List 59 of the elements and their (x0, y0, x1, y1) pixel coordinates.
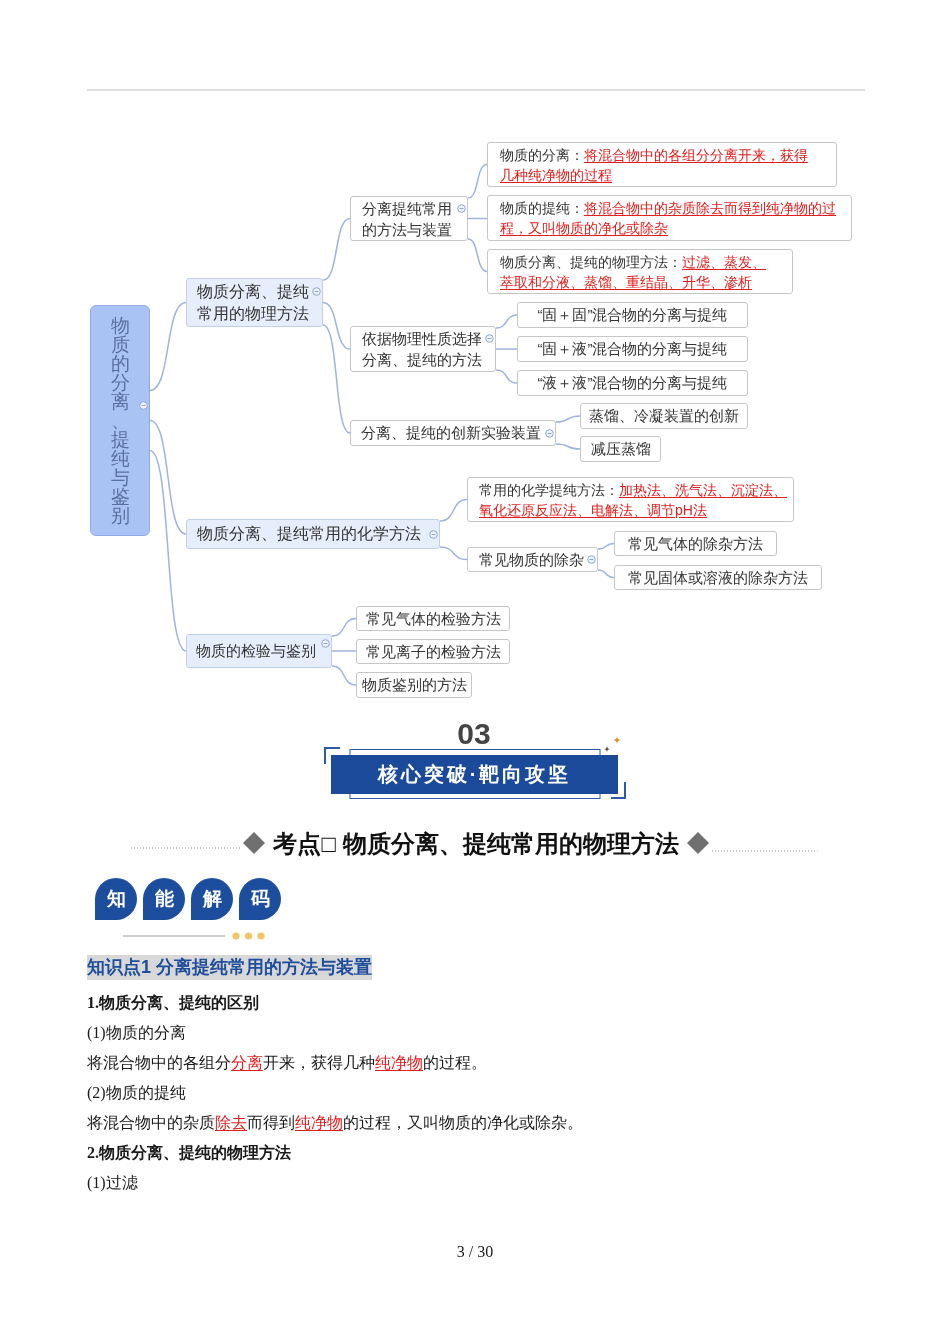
connector-line (149, 449, 187, 652)
subtopic-box: 依据物理性质选择分离、提纯的方法 (350, 326, 496, 372)
subtopic-box: 常见物质的除杂 (467, 547, 598, 572)
item-heading: (1)物质的分离 (87, 1023, 186, 1044)
connector-line (597, 569, 615, 579)
connector-line (322, 301, 351, 350)
subtopic-box: 常见固体或溶液的除杂方法 (614, 565, 822, 590)
character-badge: 码 (239, 878, 281, 920)
paragraph: 将混合物中的各组分分离开来，获得几种纯净物的过程。 (87, 1053, 487, 1073)
connector-line (555, 415, 581, 423)
paragraph: 将混合物中的杂质除去而得到纯净物的过程，又叫物质的净化或除杂。 (87, 1113, 583, 1133)
subtopic-box: 物质的分离：将混合物中的各组分分离开来，获得几种纯净物的过程 (487, 142, 837, 187)
connector-line (331, 617, 357, 637)
root-topic-box: 物质的分离、提纯与鉴别 (90, 305, 150, 536)
connector-line (495, 369, 518, 384)
connector-line (555, 443, 581, 450)
connector-line (149, 301, 187, 392)
subheading: 2.物质分离、提纯的物理方法 (87, 1143, 291, 1163)
connector-line (149, 419, 187, 535)
item-heading: (2)物质的提纯 (87, 1083, 186, 1104)
subtopic-box: 常用的化学提纯方法：加热法、洗气法、沉淀法、氧化还原反应法、电解法、调节pH法 (467, 477, 794, 522)
connector-line (467, 217, 488, 220)
subtopic-box: 常见气体的检验方法 (356, 606, 510, 631)
connector-line (439, 546, 468, 561)
connector-line (439, 498, 468, 522)
character-badge: 解 (191, 878, 233, 920)
subtopic-box: “液＋液”混合物的分离与提纯 (517, 370, 748, 396)
page-number: 3 / 30 (456, 1242, 494, 1262)
connector-line (322, 217, 351, 281)
topic-box: 物质分离、提纯常用的化学方法 (186, 519, 440, 549)
subtopic-box: 物质的提纯：将混合物中的杂质除去而得到纯净物的过程，又叫物质的净化或除杂 (487, 195, 852, 241)
connector-line (597, 542, 615, 550)
section-number: 03 (457, 718, 491, 750)
connector-line (322, 324, 351, 434)
subtopic-box: “固＋固”混合物的分离与提纯 (517, 302, 748, 328)
topic-box: 物质分离、提纯常用的物理方法 (186, 278, 323, 327)
connector-line (467, 163, 488, 199)
topic-box: 物质的检验与鉴别 (186, 634, 332, 668)
subtopic-box: 分离、提纯的创新实验装置 (350, 420, 556, 446)
subtopic-box: 蒸馏、冷凝装置的创新 (580, 403, 748, 429)
subtopic-box: 分离提纯常用的方法与装置 (350, 196, 468, 241)
section-title: 考点□ 物质分离、提纯常用的物理方法 (273, 829, 679, 859)
connector-line (331, 650, 357, 652)
subtopic-box: 常见离子的检验方法 (356, 639, 510, 664)
subtopic-box: 常见气体的除杂方法 (614, 531, 777, 556)
subtopic-box: 减压蒸馏 (580, 436, 661, 462)
knowledge-point-heading: 知识点1 分离提纯常用的方法与装置 (87, 955, 372, 980)
subtopic-box: “固＋液”混合物的分离与提纯 (517, 336, 748, 362)
connector-line (467, 238, 488, 273)
subheading: 1.物质分离、提纯的区别 (87, 993, 259, 1013)
section-banner: 核心突破·靶向攻坚 (331, 755, 618, 794)
connector-line (495, 348, 518, 350)
connector-line (495, 314, 518, 329)
character-badge: 知 (95, 878, 137, 920)
connector-line (331, 665, 357, 686)
subtopic-box: 物质鉴别的方法 (356, 672, 472, 698)
character-badge: 能 (143, 878, 185, 920)
subtopic-box: 物质分离、提纯的物理方法：过滤、蒸发、萃取和分液、蒸馏、重结晶、升华、渗析 (487, 249, 793, 294)
item-heading: (1)过滤 (87, 1173, 138, 1194)
